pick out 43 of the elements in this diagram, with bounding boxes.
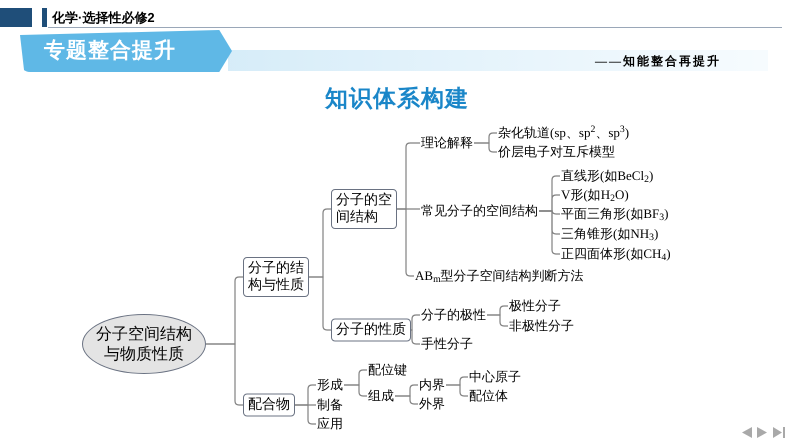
topic-box: 分子的空间结构 <box>331 189 397 229</box>
connector-line <box>487 314 508 327</box>
topic-text: 应用 <box>316 416 344 432</box>
topic-text: 价层电子对互斥模型 <box>497 144 616 160</box>
topic-text: 常见分子的空间结构 <box>420 203 539 219</box>
banner-text: 专题整合提升 <box>44 37 176 64</box>
topic-text: 制备 <box>316 397 344 413</box>
connector-line <box>206 343 243 406</box>
topic-text: 内界 <box>418 377 446 393</box>
topic-text: 平面三角形(如BF$_{3}$) <box>560 206 670 222</box>
topic-text: 分子的极性 <box>420 307 487 323</box>
topic-text: 手性分子 <box>420 336 474 352</box>
topic-text: 组成 <box>367 388 395 404</box>
topic-box: 分子的结构与性质 <box>243 257 309 297</box>
header-text: 化学·选择性必修2 <box>52 9 155 26</box>
connector-line <box>410 329 420 345</box>
topic-text: 正四面体形(如CH$_{4}$) <box>560 246 672 262</box>
connector-line <box>474 142 497 153</box>
topic-text: 非极性分子 <box>508 318 575 334</box>
topic-box: 配合物 <box>243 394 295 416</box>
topic-text: 外界 <box>418 396 446 412</box>
title-text: 知识体系构建 <box>324 85 470 114</box>
topic-text: V形(如H$_{2}$O) <box>560 187 630 203</box>
connector-line <box>539 210 560 255</box>
topic-text: 配位体 <box>468 388 509 404</box>
connector-line <box>446 384 468 397</box>
topic-text: 三角锥形(如NH$_{3}$) <box>560 226 660 242</box>
topic-text: 配位键 <box>367 362 408 378</box>
topic-text: 杂化轨道(sp、sp$^{2}$、sp$^{3}$) <box>497 125 630 141</box>
topic-text: 理论解释 <box>420 135 474 151</box>
topic-box: 分子的性质 <box>331 318 411 342</box>
topic-text: 形成 <box>316 377 344 393</box>
connector-line <box>410 314 420 331</box>
topic-ellipse: 分子空间结构与物质性质 <box>82 314 206 374</box>
connector-line <box>309 276 331 331</box>
topic-text: 直线形(如BeCl$_{2}$) <box>560 168 654 184</box>
subtitle-text: ——知能整合再提升 <box>595 53 721 70</box>
connector-line <box>395 395 418 405</box>
topic-text: 中心原子 <box>468 369 522 385</box>
topic-text: 极性分子 <box>508 298 562 314</box>
connector-line <box>295 404 316 425</box>
connector-line <box>344 384 367 397</box>
topic-text: AB$_{m}$型分子空间结构判断方法 <box>414 268 585 284</box>
